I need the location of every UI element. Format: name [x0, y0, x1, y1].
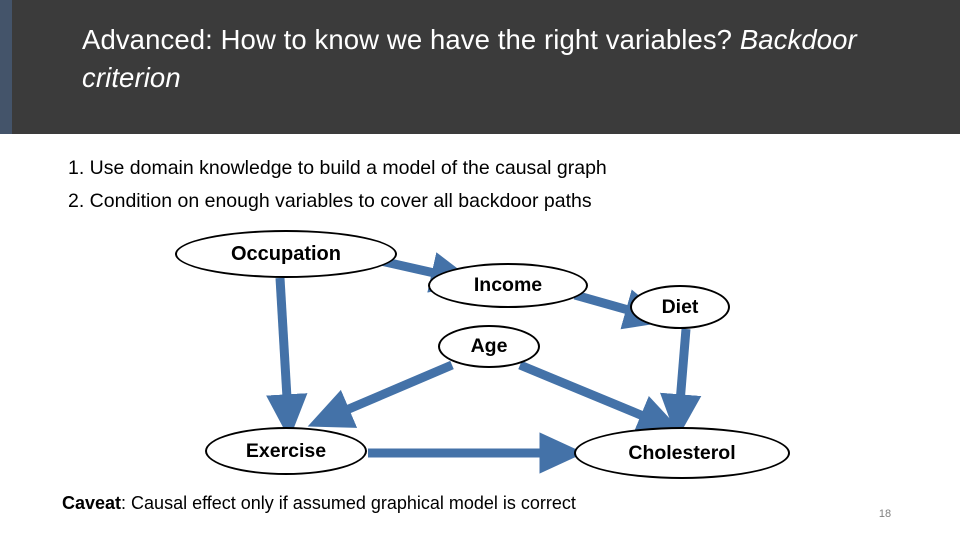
- edge-age-exercise: [307, 360, 454, 428]
- title-main-text: Advanced: How to know we have the right …: [82, 24, 740, 55]
- node-age[interactable]: Age: [438, 325, 540, 368]
- bullet-item-2: 2. Condition on enough variables to cove…: [68, 190, 592, 212]
- bullet-list: 1. Use domain knowledge to build a model…: [68, 152, 908, 218]
- node-exercise[interactable]: Exercise: [205, 427, 367, 475]
- causal-graph-diagram: Occupation Income Diet Age Exercise Chol…: [0, 215, 960, 495]
- title-banner: Advanced: How to know we have the right …: [12, 0, 960, 134]
- edge-diet-cholesterol: [660, 328, 702, 440]
- left-accent-bar: [0, 0, 12, 134]
- node-diet[interactable]: Diet: [630, 285, 730, 329]
- node-income[interactable]: Income: [428, 263, 588, 308]
- node-exercise-label: Exercise: [245, 439, 327, 462]
- edge-age-cholesterol: [518, 360, 683, 435]
- node-occupation[interactable]: Occupation: [175, 230, 397, 278]
- node-cholesterol-label: Cholesterol: [628, 441, 736, 464]
- node-cholesterol[interactable]: Cholesterol: [574, 427, 790, 479]
- caveat-body: : Causal effect only if assumed graphica…: [121, 493, 576, 513]
- page-title: Advanced: How to know we have the right …: [82, 21, 942, 97]
- caveat-text: Caveat: Causal effect only if assumed gr…: [62, 493, 576, 514]
- node-diet-label: Diet: [661, 295, 699, 318]
- edge-occupation-exercise: [266, 277, 308, 440]
- node-income-label: Income: [473, 274, 543, 296]
- slide-number: 18: [878, 508, 892, 520]
- caveat-label: Caveat: [62, 493, 122, 513]
- node-occupation-label: Occupation: [230, 242, 341, 265]
- bullet-item-1: 1. Use domain knowledge to build a model…: [68, 157, 607, 179]
- node-age-label: Age: [470, 335, 508, 357]
- title-emphasis-text: Backdoor criterion: [82, 24, 857, 93]
